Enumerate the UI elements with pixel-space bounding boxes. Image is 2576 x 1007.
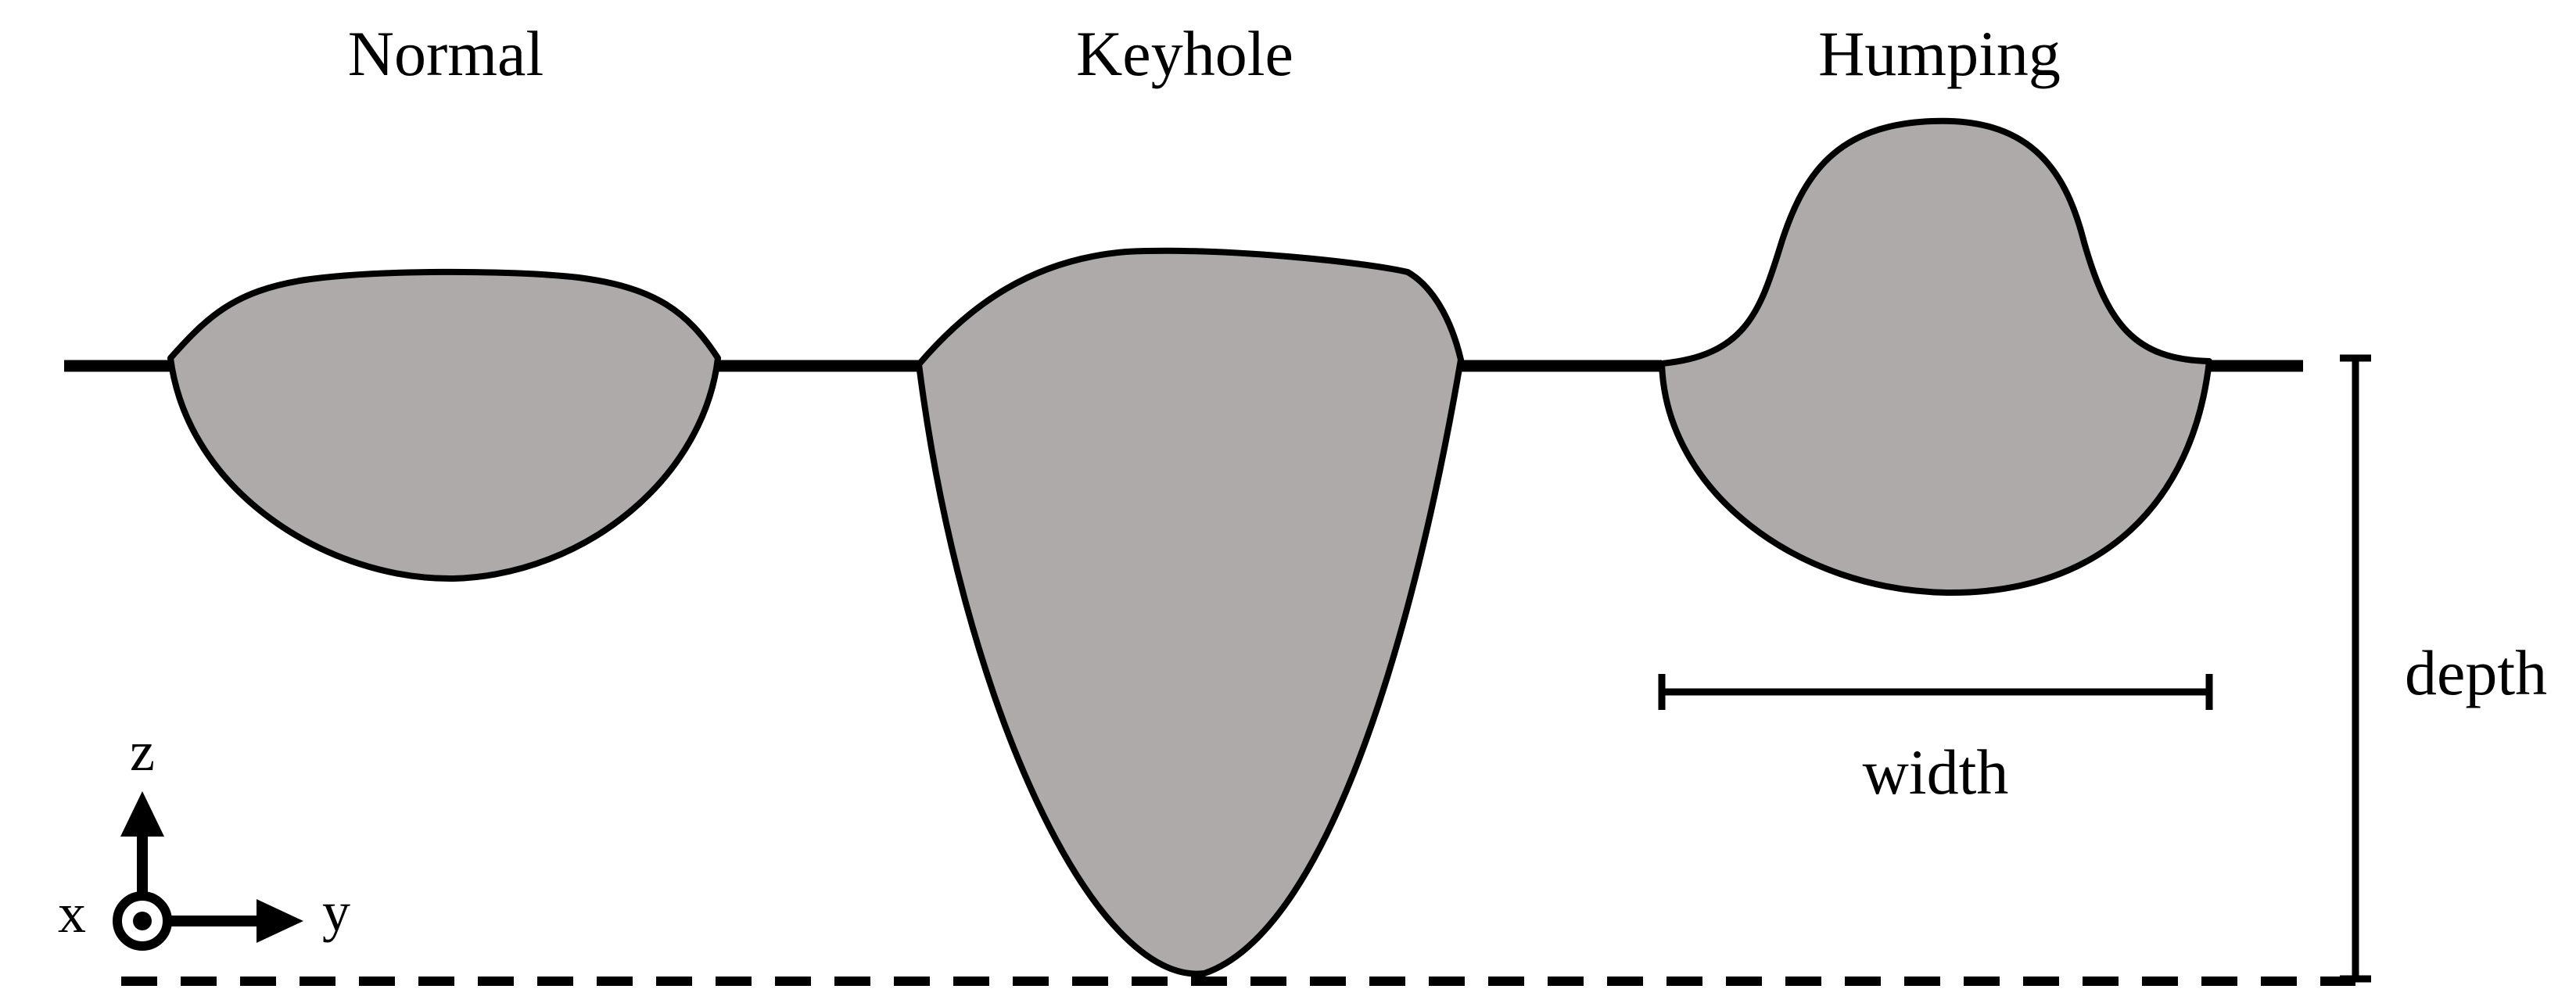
x-axis-dot	[133, 912, 152, 930]
title-keyhole: Keyhole	[1076, 18, 1293, 89]
y-axis-label: y	[322, 880, 350, 943]
keyhole-melt-pool	[916, 247, 1464, 977]
coordinate-axes: z y x	[58, 720, 350, 951]
y-axis-arrowhead	[257, 899, 303, 943]
z-axis-arrowhead	[120, 791, 164, 837]
depth-label: depth	[2405, 637, 2547, 708]
normal-melt-pool	[167, 268, 721, 582]
title-humping: Humping	[1818, 18, 2061, 89]
title-normal: Normal	[348, 18, 544, 89]
x-axis-label: x	[58, 882, 86, 944]
width-label: width	[1863, 736, 2009, 808]
z-axis-label: z	[130, 720, 155, 783]
humping-melt-pool	[1659, 117, 2212, 597]
